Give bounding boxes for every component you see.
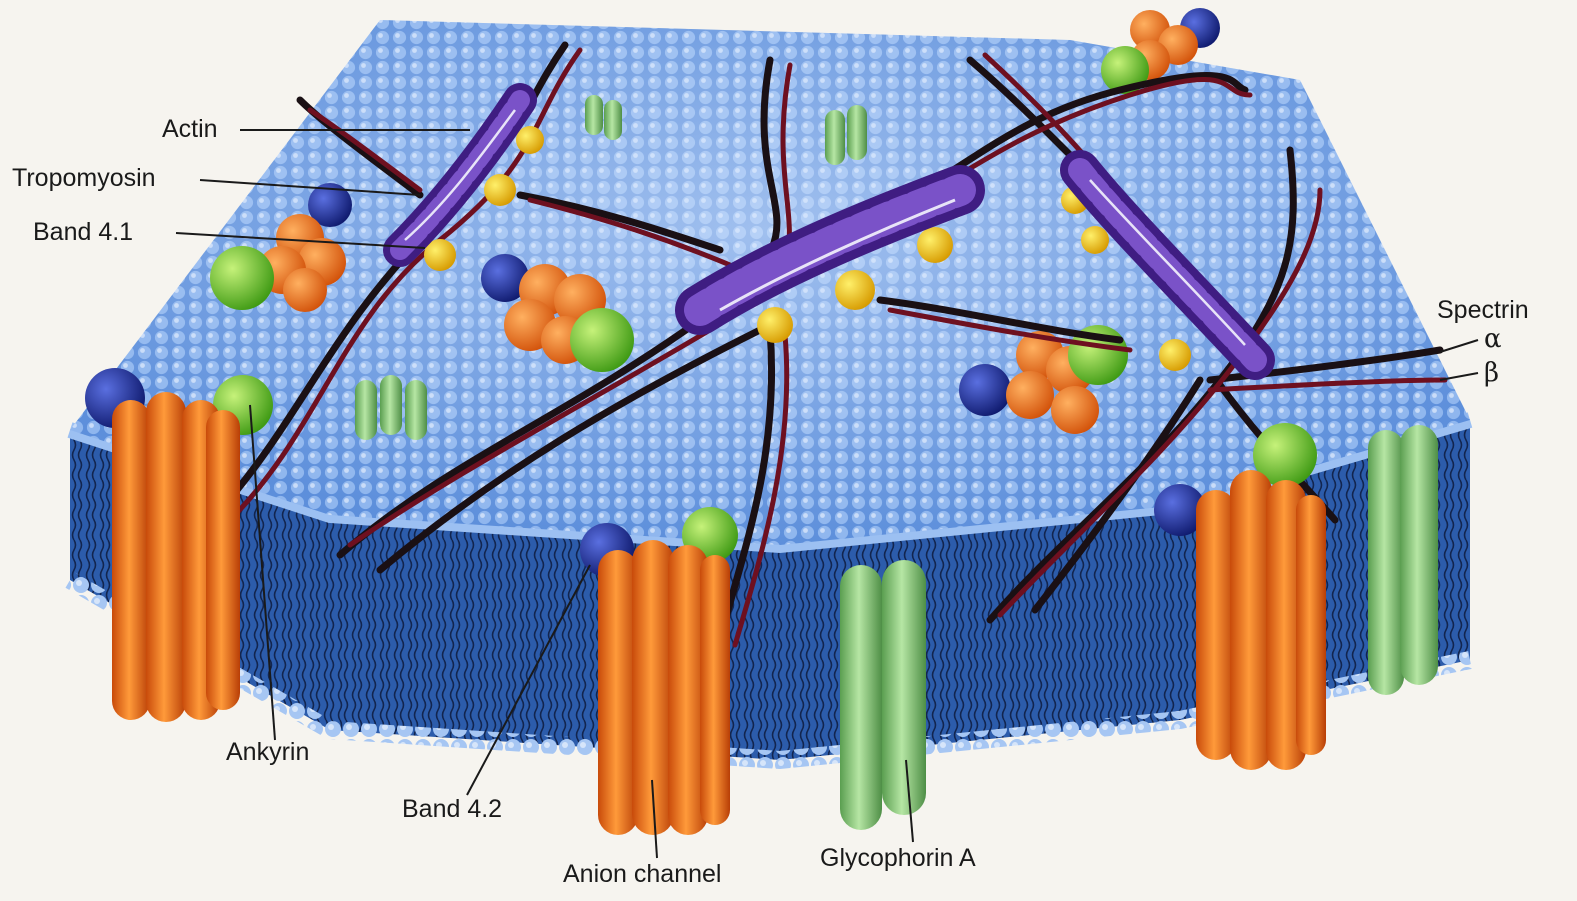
label-ankyrin: Ankyrin [226, 740, 309, 765]
label-tropomyosin: Tropomyosin [12, 166, 156, 191]
label-spectrin-alpha: α [1484, 326, 1502, 352]
glycophorin-center [840, 560, 926, 830]
label-band-4-1: Band 4.1 [33, 220, 133, 245]
anion-channel-center [598, 507, 738, 835]
glycophorin-right [1368, 425, 1438, 695]
label-anion-channel: Anion channel [563, 862, 721, 887]
label-spectrin: Spectrin [1437, 298, 1529, 323]
label-glycophorin-a: Glycophorin A [820, 846, 976, 871]
label-band-4-2: Band 4.2 [402, 797, 502, 822]
label-actin: Actin [162, 117, 218, 142]
label-spectrin-beta: β [1484, 360, 1499, 386]
